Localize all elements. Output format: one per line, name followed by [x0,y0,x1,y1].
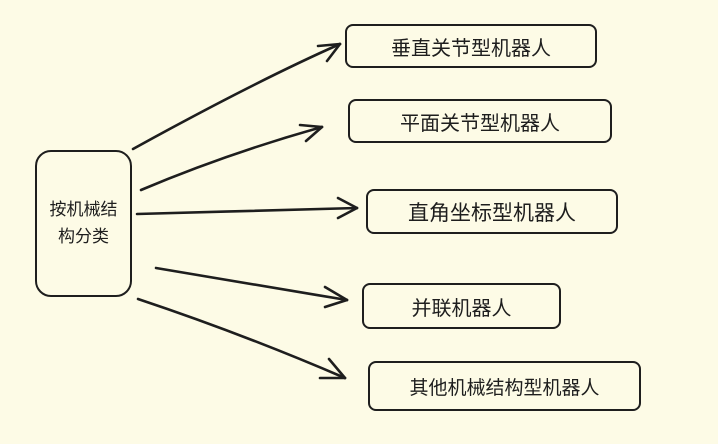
node-label: 平面关节型机器人 [400,110,560,135]
root-node[interactable]: 按机械结构分类 [35,150,132,297]
node-parallel-robot[interactable]: 并联机器人 [362,283,561,329]
node-cartesian-robot[interactable]: 直角坐标型机器人 [366,189,618,234]
arrow-to-cartesian [135,196,359,220]
node-other-structure-robot[interactable]: 其他机械结构型机器人 [368,361,641,411]
node-label: 其他机械结构型机器人 [409,376,600,399]
arrow-to-other [136,297,347,380]
arrow-to-scara [139,123,324,192]
node-label: 垂直关节型机器人 [391,35,551,60]
node-scara-robot[interactable]: 平面关节型机器人 [348,99,612,143]
arrow-to-vertical-articulated [131,42,342,151]
node-label: 直角坐标型机器人 [408,200,576,225]
arrow-to-parallel [154,266,349,309]
node-vertical-articulated-robot[interactable]: 垂直关节型机器人 [345,24,597,68]
node-label: 并联机器人 [411,295,512,320]
root-node-label: 按机械结构分类 [49,200,118,247]
